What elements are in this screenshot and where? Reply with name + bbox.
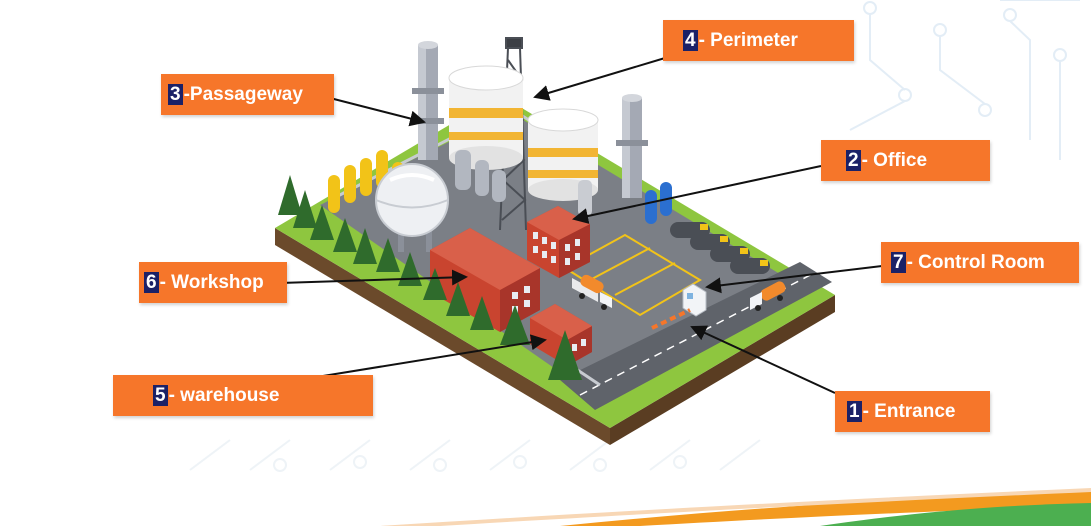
tanker-truck-road [750,281,786,311]
label-warehouse: 5- warehouse [113,375,373,416]
parking-area [563,233,702,317]
label-text: - Perimeter [698,30,798,51]
entrance-barrier [651,308,691,330]
distillation-column-left [412,41,444,160]
storage-tank-large-1 [448,65,524,170]
ground-soil-left [275,228,610,445]
label-text: - Office [861,150,928,171]
process-vessels [455,150,592,216]
label-text: - Control Room [906,252,1045,273]
label-passageway: 3-Passageway [161,74,334,115]
floor-pattern [189,439,761,472]
label-number: 2 [846,150,861,171]
tanker-truck-parking [572,274,612,310]
label-number: 3 [168,84,183,105]
bottom-accent-stripe-orange [560,491,1091,526]
leader-line-warehouse [322,334,547,377]
label-text: -Passageway [183,84,303,105]
leader-line-passageway [325,96,426,127]
label-number: 4 [683,30,698,51]
bottom-accent-stripe-light [380,488,1091,526]
leader-line-workshop [279,269,468,286]
label-office: 2- Office [821,140,990,181]
office-building [527,206,590,278]
label-workshop: 6- Workshop [139,262,287,303]
label-text: - Entrance [862,401,956,422]
distillation-column-right [616,94,648,198]
label-number: 1 [847,401,862,422]
label-control-room: 7- Control Room [881,242,1079,283]
label-number: 6 [144,272,159,293]
bottom-accent-stripe-green [820,503,1091,526]
trees [278,175,582,380]
leader-line-perimeter [533,57,666,101]
label-text: - Workshop [159,272,264,293]
leader-line-control-room [705,265,883,294]
label-entrance: 1- Entrance [835,391,990,432]
spherical-tank [375,163,449,252]
leader-line-office [572,165,822,224]
label-number: 7 [891,252,906,273]
horizontal-tanks [670,222,770,274]
circuit-pattern [849,0,1080,160]
ground-soil-right [610,295,835,445]
label-text: - warehouse [168,385,280,406]
control-room-booth [682,283,707,317]
leader-line-entrance [690,325,836,394]
label-number: 5 [153,385,168,406]
label-perimeter: 4- Perimeter [663,20,854,61]
